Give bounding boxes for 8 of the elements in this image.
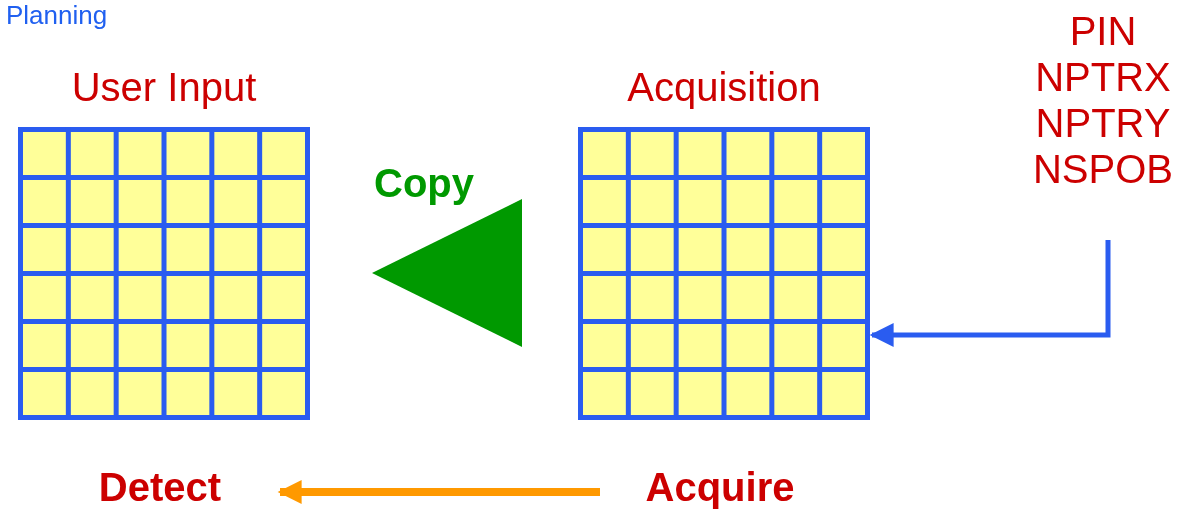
copy-arrow — [372, 199, 522, 347]
step-label: Acquire — [644, 464, 796, 510]
diagram-title: Planning — [6, 0, 108, 30]
grid-heading: Acquisition — [626, 64, 822, 111]
step-label: Detect — [97, 464, 223, 510]
parameter-list: PIN NPTRX NPTRY NSPOB — [1010, 8, 1196, 192]
grid-heading: User Input — [70, 64, 258, 111]
arrow — [869, 240, 1111, 347]
